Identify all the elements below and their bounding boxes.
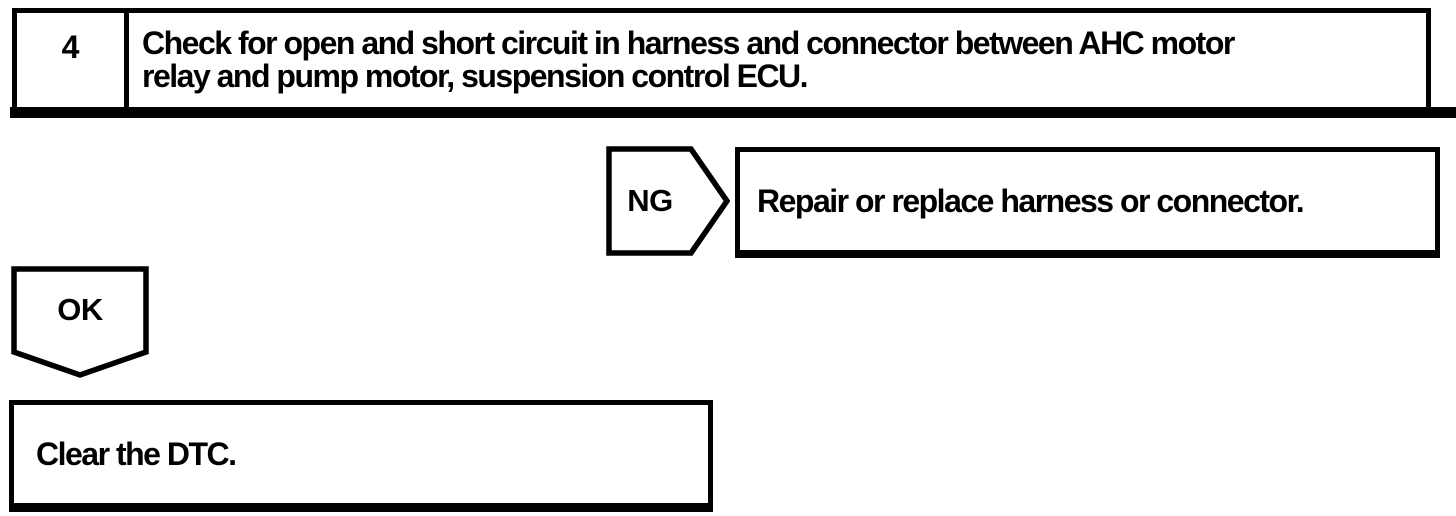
clear-dtc-text: Clear the DTC. bbox=[36, 435, 237, 472]
ng-action-text: Repair or replace harness or connector. bbox=[757, 182, 1305, 219]
step-number-cell: 4 bbox=[17, 13, 129, 107]
ok-connector-shape bbox=[11, 266, 149, 378]
ng-action-box: Repair or replace harness or connector. bbox=[735, 147, 1440, 258]
clear-dtc-box: Clear the DTC. bbox=[9, 400, 713, 512]
ng-connector-label: NG bbox=[627, 183, 673, 218]
step-box: 4 Check for open and short circuit in ha… bbox=[12, 8, 1431, 107]
ok-connector-label: OK bbox=[57, 292, 103, 327]
ng-connector-shape bbox=[606, 146, 730, 256]
step-number: 4 bbox=[61, 29, 80, 65]
step-instruction: Check for open and short circuit in harn… bbox=[129, 13, 1426, 107]
step-instruction-line: Check for open and short circuit in harn… bbox=[142, 25, 1235, 61]
step-box-shadow-rule bbox=[10, 107, 1456, 118]
step-instruction-line: relay and pump motor, suspension control… bbox=[142, 58, 809, 94]
